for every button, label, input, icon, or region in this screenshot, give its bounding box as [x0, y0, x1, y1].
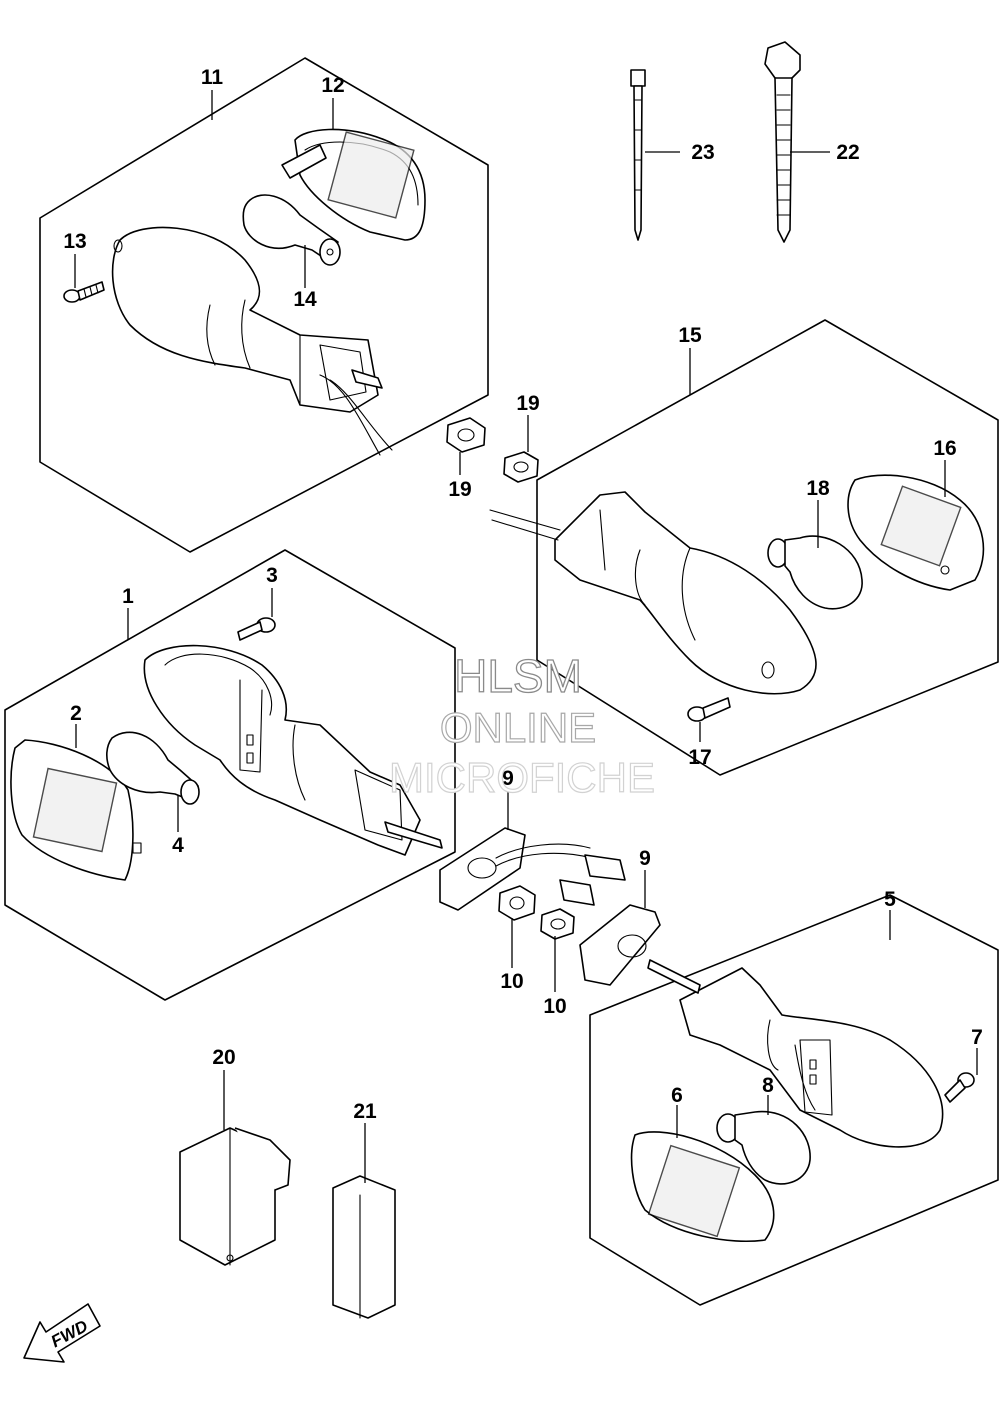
connector-plug[interactable] — [559, 854, 626, 906]
watermark-line-1: HLSM — [454, 650, 582, 702]
screw-7[interactable] — [944, 1072, 975, 1103]
bulb-14[interactable] — [242, 194, 341, 266]
nut-10-left[interactable] — [498, 885, 536, 921]
group-15-frame — [536, 319, 999, 776]
lens-6[interactable] — [630, 1131, 775, 1243]
callout-19-upper: 19 — [516, 392, 539, 415]
lens-12[interactable] — [281, 128, 426, 241]
callout-11: 11 — [201, 66, 224, 89]
callout-17: 17 — [688, 746, 711, 769]
bulb-18[interactable] — [767, 535, 863, 610]
callout-7: 7 — [971, 1026, 983, 1049]
gasket-9-right[interactable] — [579, 904, 661, 986]
nut-19-lower[interactable] — [503, 451, 539, 483]
arrow-left-down-icon: FWD — [23, 1303, 101, 1363]
lens-2[interactable] — [10, 739, 142, 881]
callout-4: 4 — [172, 834, 184, 857]
callout-18: 18 — [806, 477, 830, 500]
cable-tie-22[interactable] — [764, 41, 801, 243]
watermark: HLSM ONLINE MICROFICHE — [388, 649, 655, 801]
callout-3: 3 — [266, 564, 278, 587]
callout-labels: 11 12 13 14 19 19 15 16 18 17 23 22 1 3 … — [63, 66, 983, 1123]
leader-lines — [74, 90, 978, 1183]
group-5-frame — [589, 894, 999, 1306]
nut-19-upper[interactable] — [446, 417, 486, 453]
callout-6: 6 — [671, 1084, 683, 1107]
callout-13: 13 — [63, 230, 86, 253]
watermark-line-2: ONLINE — [440, 704, 596, 751]
callout-10-right: 10 — [543, 995, 566, 1018]
gasket-9-left[interactable] — [439, 827, 593, 911]
turn-signal-housing-5[interactable] — [647, 959, 944, 1148]
callout-19-lower: 19 — [448, 478, 471, 501]
turn-signal-housing-11[interactable] — [111, 226, 393, 456]
callout-12: 12 — [321, 74, 344, 97]
bulb-8[interactable] — [716, 1110, 811, 1185]
group-1-frame — [4, 549, 456, 1001]
bulb-4[interactable] — [106, 731, 200, 805]
nut-10-right[interactable] — [540, 908, 575, 940]
turn-signal-housing-15[interactable] — [489, 491, 817, 695]
watermark-line-3: MICROFICHE — [389, 754, 655, 801]
group-11-frame — [39, 57, 489, 553]
relay-20[interactable] — [179, 1127, 291, 1266]
callout-8: 8 — [762, 1074, 774, 1097]
screw-13[interactable] — [63, 281, 105, 303]
screw-17[interactable] — [687, 697, 731, 722]
callout-21: 21 — [353, 1100, 377, 1123]
callout-15: 15 — [678, 324, 702, 347]
turn-signal-housing-1[interactable] — [143, 644, 443, 856]
callout-23: 23 — [691, 141, 714, 164]
callout-16: 16 — [933, 437, 956, 460]
screw-3[interactable] — [237, 617, 276, 641]
callout-14: 14 — [293, 288, 317, 311]
callout-1: 1 — [122, 585, 134, 608]
callout-2: 2 — [70, 702, 82, 725]
lens-16[interactable] — [847, 474, 985, 591]
callout-10-left: 10 — [500, 970, 523, 993]
cushion-21[interactable] — [332, 1175, 396, 1319]
callout-9-right: 9 — [639, 847, 651, 870]
cable-tie-23[interactable] — [630, 69, 646, 241]
callout-9-left: 9 — [502, 767, 514, 790]
callout-20: 20 — [212, 1046, 235, 1069]
callout-5: 5 — [884, 888, 896, 911]
callout-22: 22 — [836, 141, 859, 164]
